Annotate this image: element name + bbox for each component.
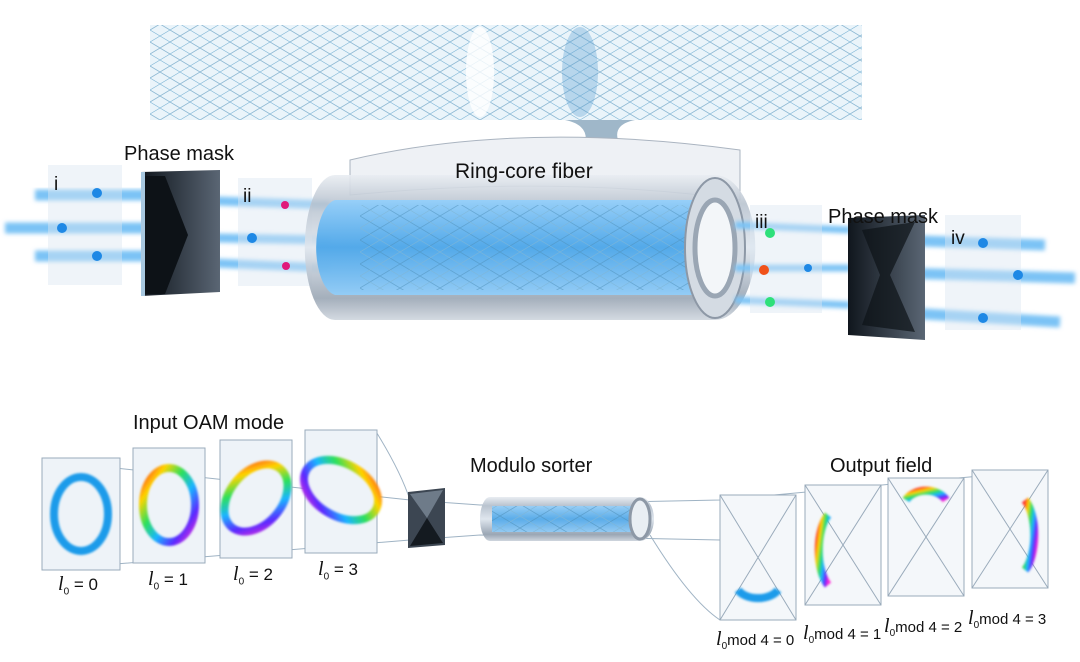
output-mode-label-1: l0mod 4 = 1: [803, 622, 882, 646]
phase-mask-left: [141, 170, 220, 296]
input-mode-label-3: l0 = 3: [318, 558, 358, 583]
plane-iii-label: iii: [755, 212, 768, 233]
propagation-pattern-band: [150, 25, 862, 145]
modulo-sorter-label: Modulo sorter: [470, 455, 593, 477]
plane-iii-spots: [759, 228, 812, 307]
modulo-sorter-fiber: [480, 497, 654, 541]
sorter-phase-mask: [408, 488, 445, 548]
input-mode-label-1: l0 = 1: [148, 568, 188, 593]
output-mode-label-2: l0mod 4 = 2: [884, 615, 963, 639]
plane-iv-label: iv: [951, 228, 965, 249]
plane-i-label: i: [54, 174, 59, 195]
plane-ii: [238, 178, 312, 286]
plane-iii: [750, 205, 822, 313]
plane-ii-label: ii: [243, 186, 252, 207]
plane-ii-spots: [247, 201, 290, 270]
output-field-arcs: [734, 486, 1039, 603]
input-oam-label: Input OAM mode: [133, 412, 285, 434]
input-mode-label-2: l0 = 2: [233, 563, 273, 588]
plane-i-spots: [57, 188, 102, 261]
input-mode-label-0: l0 = 0: [58, 573, 98, 598]
plane-iv-spots: [978, 238, 1023, 323]
fiber-label: Ring-core fiber: [455, 160, 593, 183]
plane-iv: [945, 215, 1021, 330]
phase-mask-right: [848, 215, 925, 340]
phase-mask-right-label: Phase mask: [828, 206, 939, 228]
input-mode-panels: [41, 429, 382, 571]
output-field-label: Output field: [830, 455, 933, 477]
output-mode-label-3: l0mod 4 = 3: [968, 607, 1047, 631]
output-mode-label-0: l0mod 4 = 0: [716, 628, 795, 652]
ring-core-fiber: [304, 136, 756, 320]
phase-mask-left-label: Phase mask: [124, 143, 235, 165]
